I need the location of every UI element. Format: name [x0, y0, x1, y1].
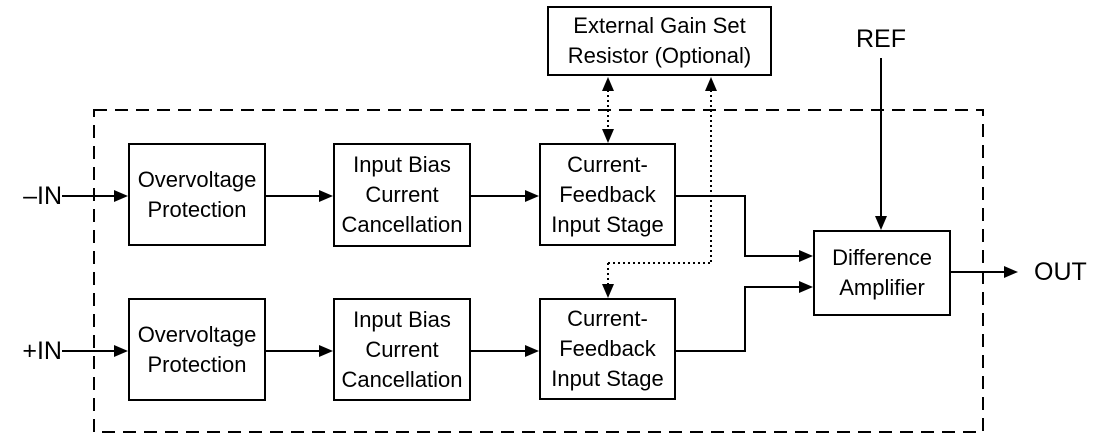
- wire-ref-to-diff-amp: [875, 58, 887, 230]
- block-external-gain-set-resistor: External Gain Set Resistor (Optional): [547, 6, 772, 76]
- arrowhead-icon: [319, 345, 333, 357]
- arrowhead-icon: [1004, 266, 1018, 278]
- block-input-bias-cancellation-bottom: Input Bias Current Cancellation: [333, 298, 471, 401]
- block-overvoltage-protection-bottom: Overvoltage Protection: [128, 298, 266, 401]
- wire-segment: [676, 286, 800, 352]
- arrowhead-icon: [875, 216, 887, 230]
- wire-bias-to-cfb-top: [471, 190, 539, 202]
- wire-neg-in-to-ovp: [62, 190, 128, 202]
- pin-label-negative-input: –IN: [23, 182, 62, 210]
- pin-label-output: OUT: [1034, 258, 1087, 286]
- arrowhead-down-icon: [602, 129, 614, 143]
- block-overvoltage-protection-top: Overvoltage Protection: [128, 143, 266, 246]
- wire-ovp-to-bias-bottom: [266, 345, 333, 357]
- arrowhead-icon: [525, 345, 539, 357]
- wire-gain-resistor-to-cfb-bottom: [602, 77, 717, 298]
- block-difference-amplifier: Difference Amplifier: [813, 230, 951, 316]
- block-input-bias-cancellation-top: Input Bias Current Cancellation: [333, 143, 471, 247]
- arrowhead-up-icon: [602, 77, 614, 91]
- block-current-feedback-input-stage-top: Current-Feedback Input Stage: [539, 143, 676, 246]
- arrowhead-down-icon: [602, 284, 614, 298]
- arrowhead-icon: [114, 190, 128, 202]
- wire-cfb-top-to-diff-amp: [676, 195, 813, 262]
- wire-cfb-bottom-to-diff-amp: [676, 281, 813, 352]
- wire-diff-amp-to-out: [951, 266, 1018, 278]
- arrowhead-up-icon: [705, 77, 717, 91]
- block-current-feedback-input-stage-bottom: Current-Feedback Input Stage: [539, 298, 676, 400]
- wire-gain-resistor-to-cfb-top: [602, 77, 614, 143]
- pin-label-reference: REF: [856, 25, 906, 53]
- arrowhead-icon: [319, 190, 333, 202]
- arrowhead-icon: [114, 345, 128, 357]
- arrowhead-icon: [799, 250, 813, 262]
- wire-bias-to-cfb-bottom: [471, 345, 539, 357]
- wire-pos-in-to-ovp: [62, 345, 128, 357]
- arrowhead-icon: [525, 190, 539, 202]
- arrowhead-icon: [799, 281, 813, 293]
- wire-segment: [676, 195, 800, 257]
- wire-ovp-to-bias-top: [266, 190, 333, 202]
- pin-label-positive-input: +IN: [22, 337, 62, 365]
